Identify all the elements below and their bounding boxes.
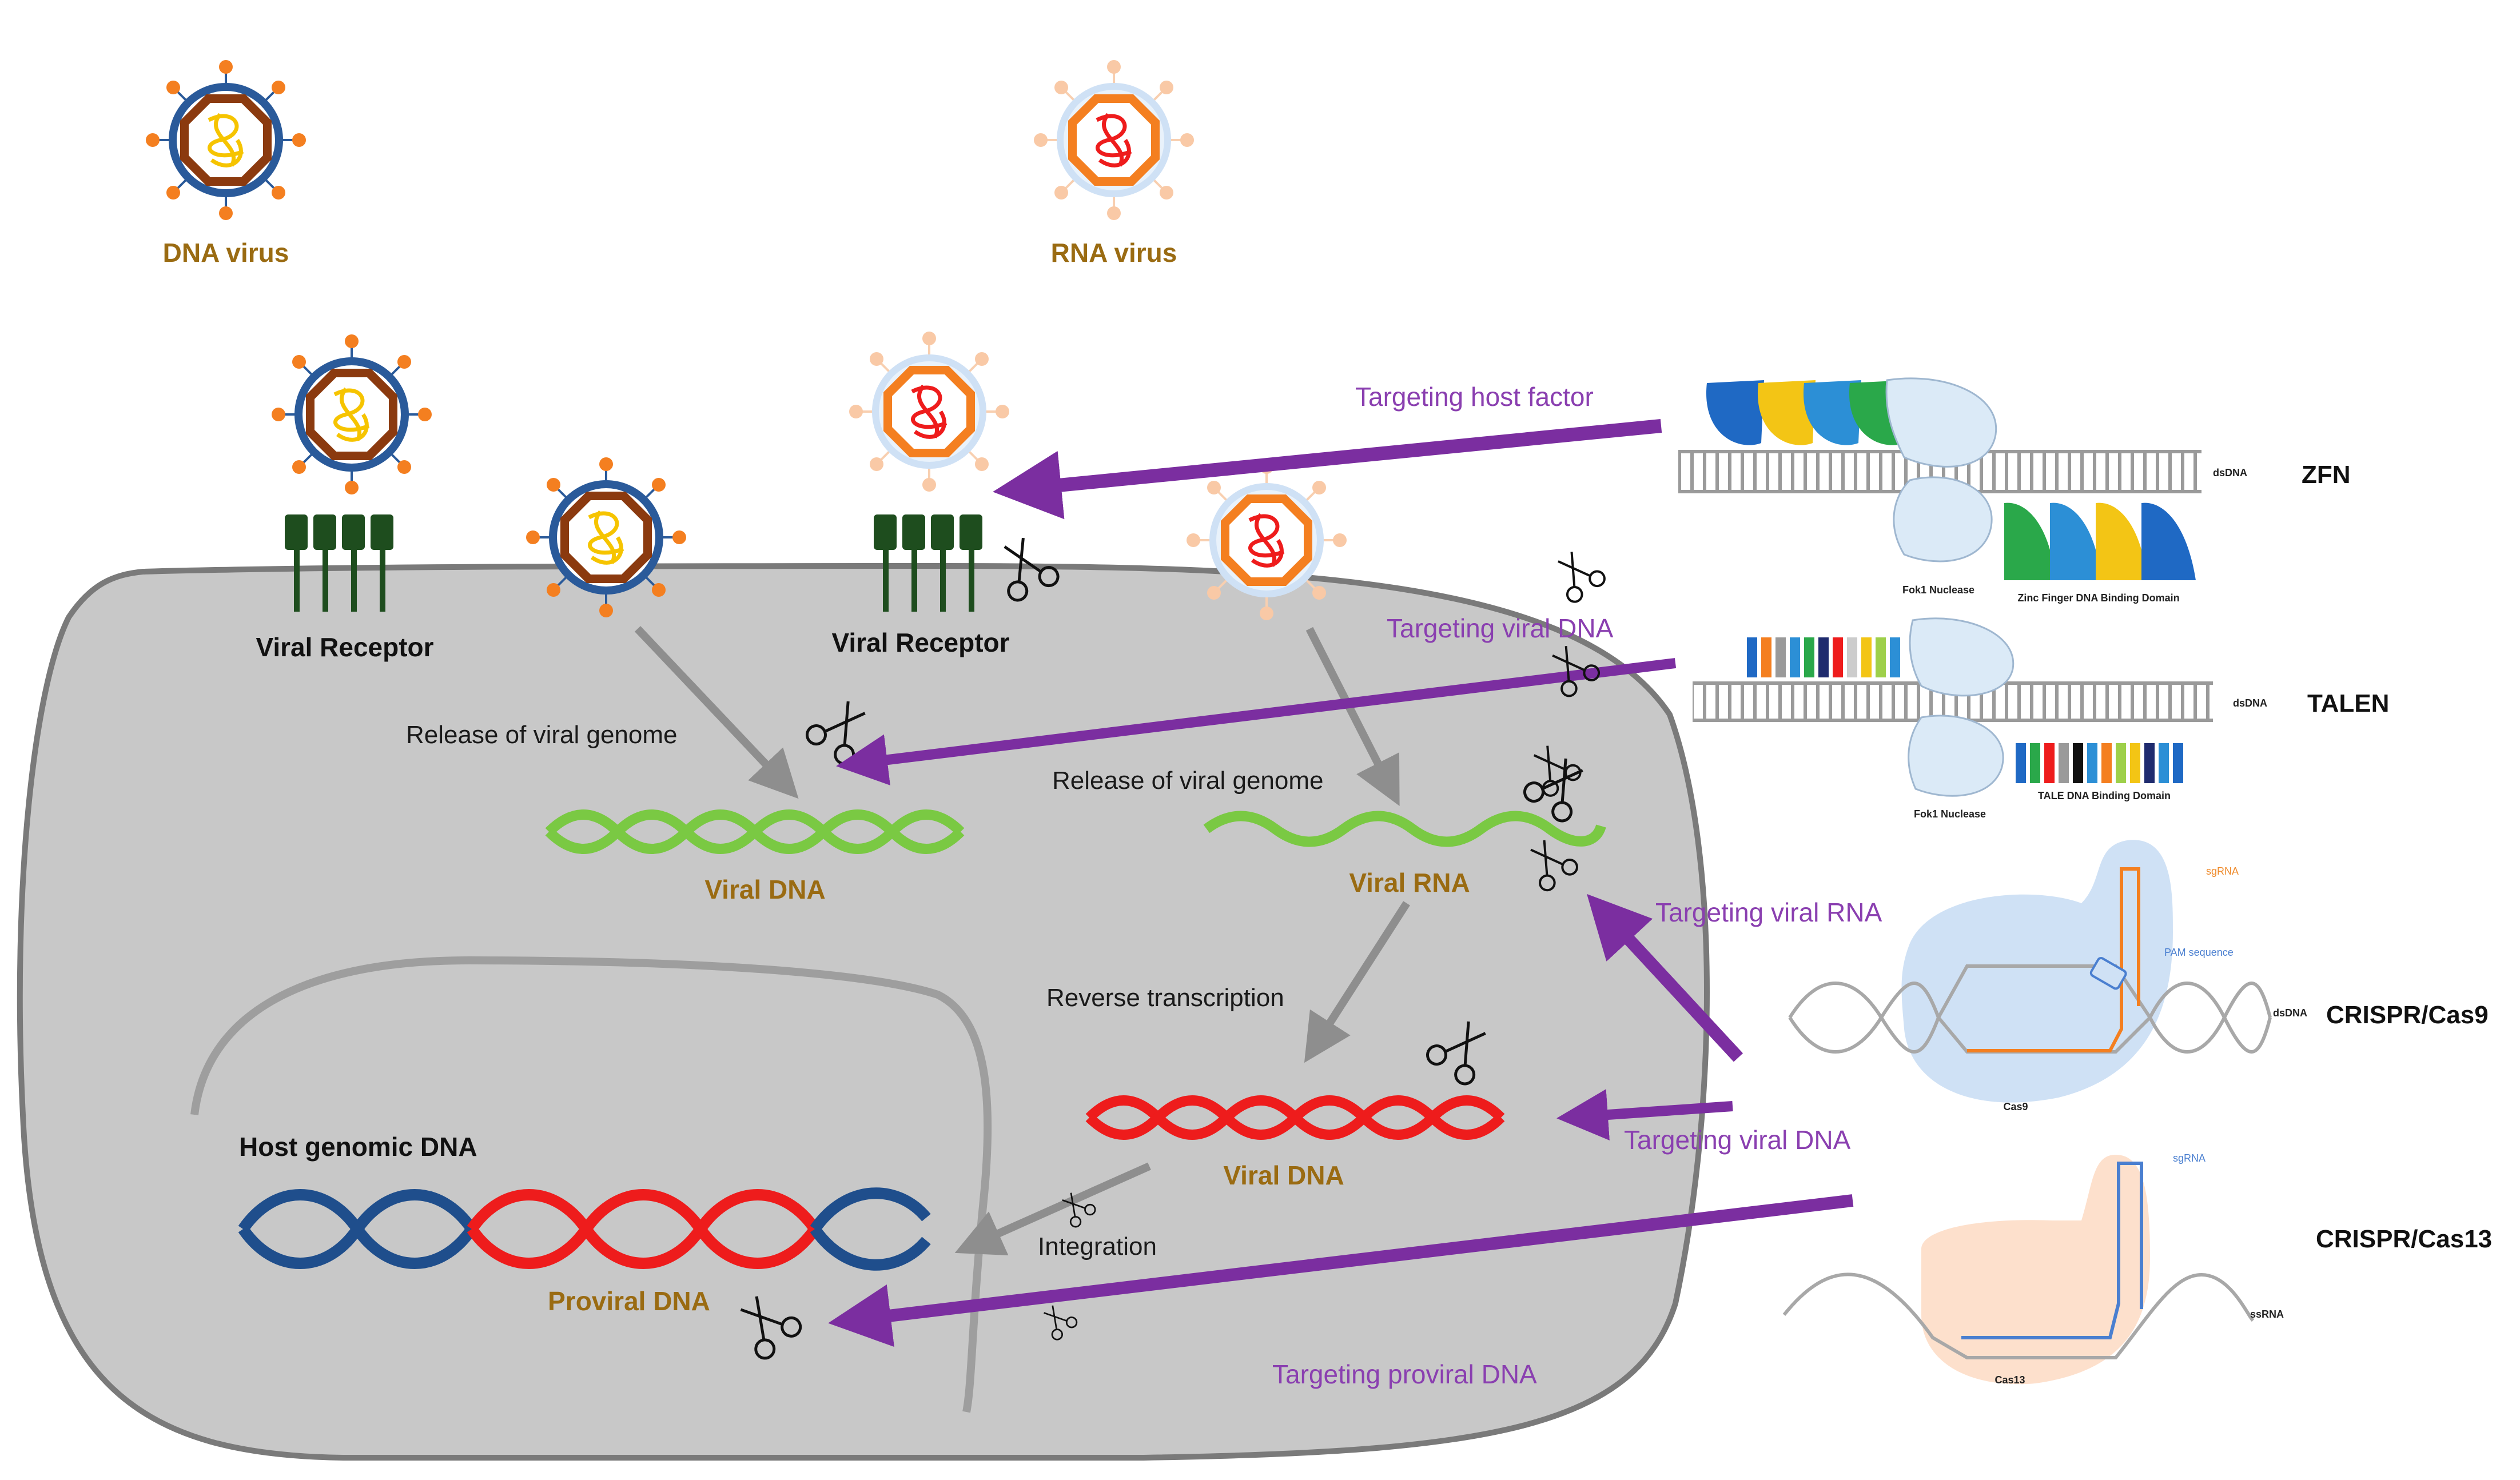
zinc-finger-blue-2: [2141, 503, 2196, 580]
cas9-protein-blob: [1902, 840, 2173, 1102]
targeting-host-factor-arrow: [1006, 426, 1661, 490]
rna-virus-icon: [1034, 60, 1194, 220]
talen-dsdna-label: dsDNA: [2233, 697, 2267, 709]
targeting-proviral-dna-label: Targeting proviral DNA: [1272, 1359, 1537, 1389]
dna-virus-icon: [146, 60, 306, 220]
cas9-dsdna-label: dsDNA: [2273, 1007, 2307, 1019]
talen-fok1-bottom: [1909, 716, 2003, 796]
dna-virus-entering-icon: [526, 457, 686, 617]
reverse-transcription-label: Reverse transcription: [1046, 984, 1284, 1012]
rna-virus-bound-icon: [849, 332, 1009, 492]
talen-domain-label: TALE DNA Binding Domain: [2038, 790, 2171, 801]
zfn-fok1-label: Fok1 Nuclease: [1902, 584, 1974, 596]
zfn-dsdna-label: dsDNA: [2213, 467, 2247, 478]
release-label-1: Release of viral genome: [406, 721, 677, 749]
targeting-host-factor-label: Targeting host factor: [1355, 382, 1594, 412]
talen-fok1-top: [1910, 619, 2013, 696]
cas13-label: CRISPR/Cas13: [2316, 1225, 2492, 1253]
host-genomic-dna-label: Host genomic DNA: [239, 1132, 477, 1162]
cas13-sgrna-label: sgRNA: [2173, 1152, 2206, 1164]
zinc-finger-yellow-2: [2096, 503, 2147, 580]
viral-rna-label: Viral RNA: [1349, 868, 1470, 897]
talen-label: TALEN: [2307, 689, 2389, 717]
scissors-icon-zfn-1: [1548, 545, 1607, 605]
rna-virus-entering-icon: [1187, 460, 1347, 620]
cas9-protein-label: Cas9: [2003, 1101, 2028, 1112]
zinc-finger-lightblue-2: [2050, 503, 2101, 580]
zinc-finger-green-2: [2004, 503, 2056, 580]
release-label-2: Release of viral genome: [1052, 767, 1323, 795]
fok1-nuclease-top: [1886, 378, 1996, 467]
zfn-label: ZFN: [2302, 461, 2351, 489]
targeting-viral-dna-label-2: Targeting viral DNA: [1624, 1125, 1851, 1155]
viral-receptor-label-2: Viral Receptor: [831, 628, 1009, 657]
viral-receptor-label-1: Viral Receptor: [256, 632, 433, 662]
targeting-viral-dna-label-1: Targeting viral DNA: [1387, 613, 1614, 643]
cas9-label: CRISPR/Cas9: [2326, 1001, 2489, 1029]
viral-dna-label-1: Viral DNA: [704, 875, 825, 904]
cas9-sgrna-label: sgRNA: [2206, 865, 2239, 877]
integration-label: Integration: [1038, 1232, 1157, 1260]
zinc-finger-blue-1: [1706, 380, 1764, 445]
talen-fok1-label: Fok1 Nuclease: [1914, 808, 1986, 820]
proviral-dna-label: Proviral DNA: [548, 1286, 710, 1316]
zfn-domain-label: Zinc Finger DNA Binding Domain: [2017, 592, 2179, 604]
tale-repeats-top: [1747, 637, 1900, 677]
cas9-pam-label: PAM sequence: [2164, 947, 2234, 958]
targeting-viral-rna-label: Targeting viral RNA: [1655, 897, 1882, 927]
viral-dna-label-2: Viral DNA: [1223, 1160, 1344, 1190]
rna-virus-label: RNA virus: [1051, 238, 1177, 268]
dna-virus-label: DNA virus: [163, 238, 289, 268]
dna-virus-bound-icon: [272, 334, 432, 494]
tale-repeats-bottom: [2016, 743, 2183, 783]
cas13-ssrna-label: ssRNA: [2250, 1309, 2284, 1320]
cas13-protein-label: Cas13: [1994, 1374, 2025, 1386]
fok1-nuclease-bottom: [1894, 477, 1992, 561]
